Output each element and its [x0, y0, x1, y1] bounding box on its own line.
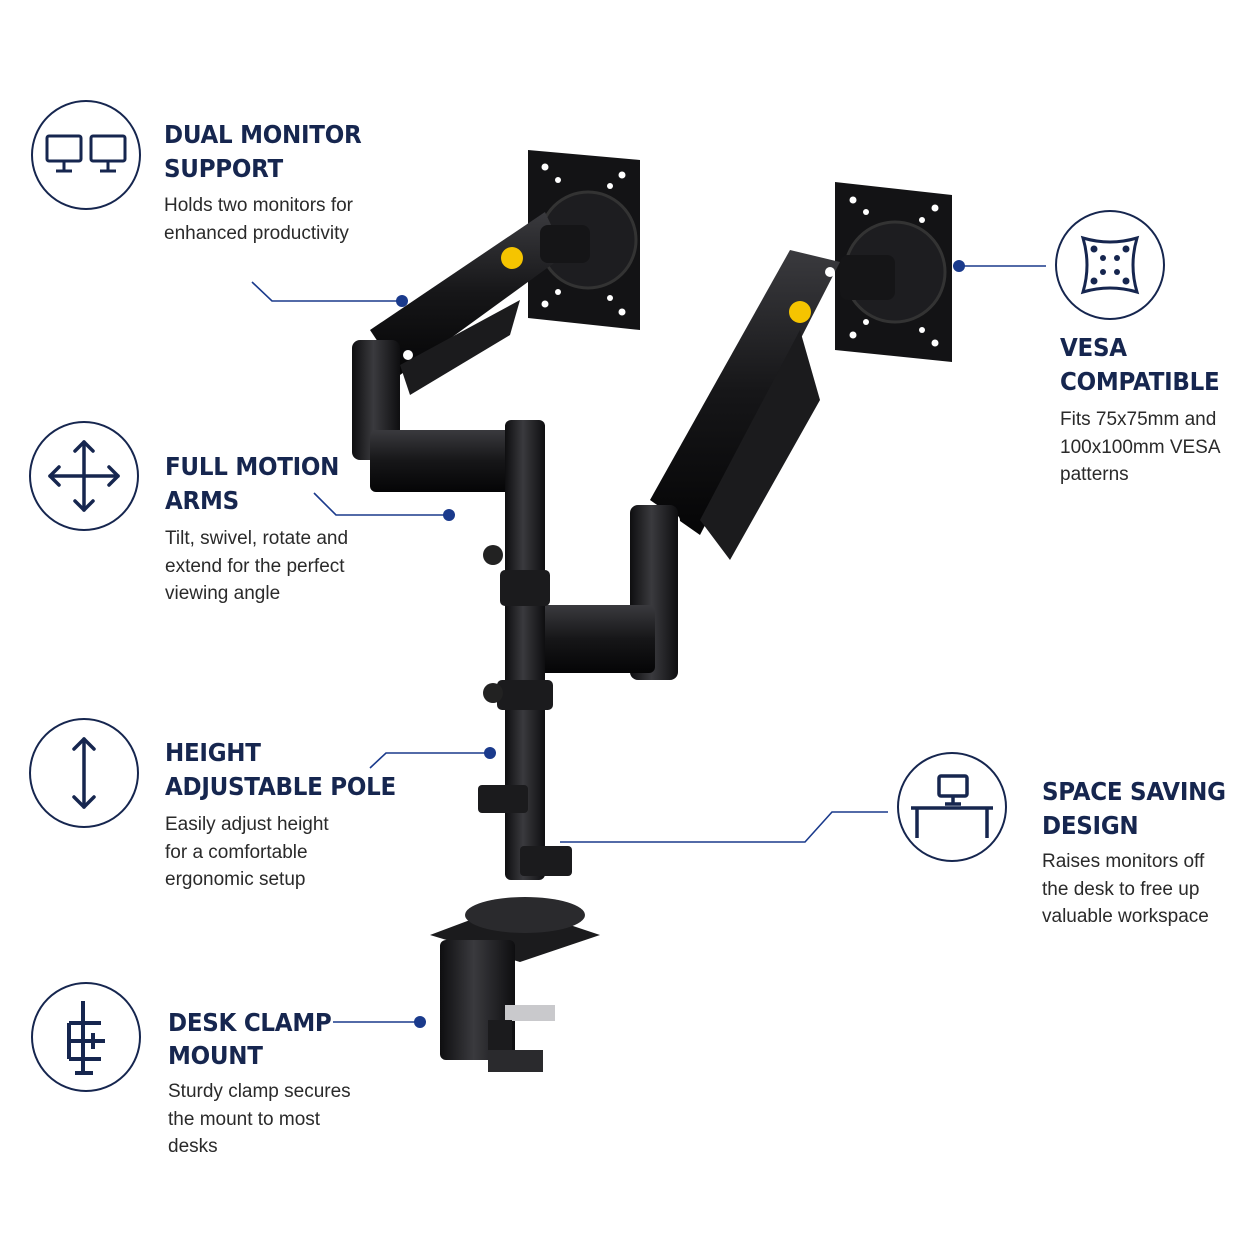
space-saving-title-line2: DESIGN [1042, 811, 1139, 840]
full-motion-description: Tilt, swivel, rotate and extend for the … [165, 528, 349, 604]
height-description: Easily adjust height for a comfortable e… [165, 814, 329, 890]
connector-dot-vesa [953, 260, 965, 272]
dual-monitor-title-line1: DUAL MONITOR [164, 120, 362, 149]
vesa-title-line2: COMPATIBLE [1060, 367, 1220, 396]
dual-monitor-icon-circle [31, 100, 141, 210]
clamp-icon-circle [31, 982, 141, 1092]
four-way-arrows-icon-circle [29, 421, 139, 531]
desk-monitor-icon-circle [897, 752, 1007, 862]
dual-monitor-icon [45, 134, 127, 173]
connector-height [369, 752, 490, 769]
center-pole [478, 420, 572, 880]
desk-clamp [430, 897, 600, 1072]
connector-dot-dual [396, 295, 408, 307]
desk-clamp-description: Sturdy clamp secures the mount to most d… [168, 1081, 351, 1157]
connector-dot-motion [443, 509, 455, 521]
desk-monitor-icon [911, 774, 993, 838]
space-saving-description: Raises monitors off the desk to free up … [1042, 851, 1209, 927]
connector-space [560, 811, 888, 843]
desk-clamp-title-line1: DESK CLAMP [168, 1008, 332, 1037]
vesa-title-line1: VESA [1060, 333, 1127, 362]
dual-monitor-description: Holds two monitors for enhanced producti… [164, 195, 354, 244]
right-gas-arm [515, 250, 895, 680]
vertical-arrow-icon-circle [29, 718, 139, 828]
height-title-line2: ADJUSTABLE POLE [165, 772, 396, 801]
connector-dot-clamp [414, 1016, 426, 1028]
vesa-description: Fits 75x75mm and 100x100mm VESA patterns [1060, 409, 1220, 485]
connector-motion [313, 492, 449, 516]
vesa-plate-icon-circle [1055, 210, 1165, 320]
four-way-arrows-icon [48, 440, 120, 512]
vertical-arrow-icon [72, 737, 96, 809]
clamp-icon [67, 1001, 105, 1075]
desk-clamp-title-line2: MOUNT [168, 1041, 263, 1070]
height-title-line1: HEIGHT [165, 738, 261, 767]
connector-dual [251, 281, 402, 302]
vesa-plate-icon [1080, 235, 1140, 295]
full-motion-title-line2: ARMS [165, 486, 239, 515]
dual-monitor-title-line2: SUPPORT [164, 154, 283, 183]
space-saving-title-line1: SPACE SAVING [1042, 777, 1226, 806]
full-motion-title-line1: FULL MOTION [165, 452, 340, 481]
left-gas-arm [352, 212, 590, 492]
connector-dot-height [484, 747, 496, 759]
